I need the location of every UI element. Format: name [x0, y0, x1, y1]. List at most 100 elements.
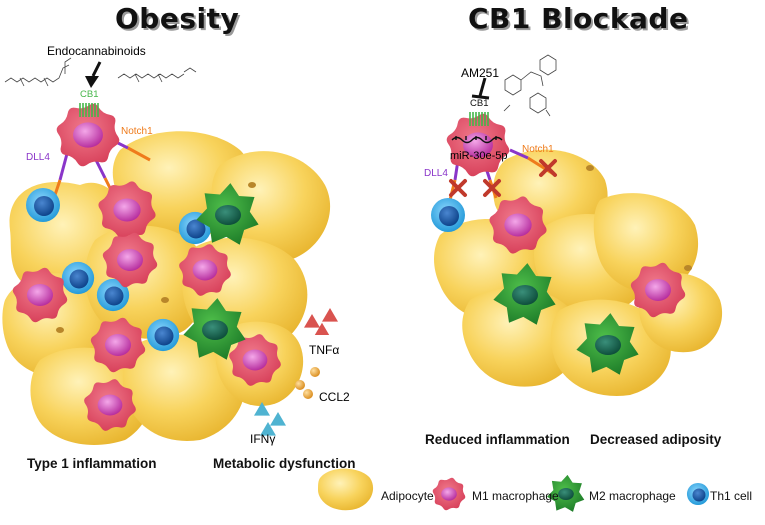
tnf-alpha-molecules: [304, 308, 338, 336]
th1-nucleus: [439, 206, 459, 226]
m1-nucleus: [113, 198, 141, 222]
legend: [318, 468, 374, 511]
legend-adipocyte-icon: [318, 468, 374, 511]
caption-decreased-adiposity: Decreased adiposity: [590, 432, 722, 447]
caption-type1-inflammation: Type 1 inflammation: [27, 456, 157, 471]
m2-macrophages-left: [183, 183, 259, 360]
m2-macrophage: [493, 263, 556, 325]
cb1-receptor-left: [79, 103, 99, 117]
ccl2-sphere: [295, 380, 305, 390]
legend-th1-label: Th1 cell: [710, 489, 753, 503]
m1-nucleus: [27, 284, 53, 306]
am251-structure-icon: [503, 54, 557, 117]
blocked-cross-icon: [539, 159, 557, 177]
adipocyte: [462, 288, 581, 387]
m2-macrophage: [576, 313, 639, 375]
endocannabinoid-arrow: [85, 61, 102, 88]
th1-cell: [431, 198, 465, 232]
m2-nucleus: [215, 205, 241, 225]
th1-nucleus: [104, 286, 124, 306]
legend-icons: [432, 474, 710, 512]
m1-macrophage: [630, 262, 686, 318]
ccl2-sphere: [303, 389, 313, 399]
m1-macrophage: [229, 334, 281, 386]
tnf-alpha-label: TNFα: [309, 343, 340, 357]
adipocyte-nucleus: [248, 182, 256, 188]
m2-nucleus: [558, 488, 574, 500]
ifn-gamma-triangle: [254, 402, 270, 416]
notch1-label-right: Notch1: [522, 144, 554, 155]
adipocyte-nucleus: [56, 327, 64, 333]
blocked-cross-icon: [449, 179, 467, 197]
tnf-alpha-triangle: [314, 322, 330, 336]
legend-m1-icon: [432, 477, 466, 511]
ifn-gamma-triangle: [270, 412, 286, 426]
m2-macrophage: [196, 183, 259, 245]
m2-macrophage: [183, 298, 246, 360]
panel-title-cb1-blockade: CB1 Blockade: [468, 2, 689, 35]
adipocyte-nucleus: [586, 165, 594, 171]
ccl2-label: CCL2: [319, 390, 350, 404]
m2-nucleus: [595, 335, 621, 355]
dll4-label-right: DLL4: [424, 168, 448, 179]
m1-macrophages-left: [12, 103, 281, 431]
notch1-label-left: Notch1: [121, 126, 153, 137]
m1-macrophage: [489, 196, 547, 254]
tnf-alpha-triangle: [322, 308, 338, 322]
adipocyte: [122, 334, 246, 441]
legend-m1-label: M1 macrophage: [472, 489, 559, 503]
ifn-gamma-molecules: [254, 402, 286, 436]
m1-macrophage-cb1: [446, 113, 510, 177]
am251-label: AM251: [461, 66, 500, 80]
blocked-signal-crosses: [449, 159, 557, 197]
th1-cells-right: [431, 198, 465, 232]
th1-nucleus: [154, 326, 174, 346]
cb1-label-right: CB1: [470, 98, 489, 109]
th1-cell: [61, 261, 95, 295]
endocannabinoid-structure-icon: [117, 67, 197, 83]
legend-m2-icon: [547, 474, 585, 512]
m1-nucleus: [441, 487, 457, 501]
ifn-gamma-triangle: [260, 422, 276, 436]
legend-m2-label: M2 macrophage: [589, 489, 676, 503]
caption-metabolic-dysfunction: Metabolic dysfunction: [213, 456, 356, 471]
m1-macrophage: [98, 181, 156, 239]
th1-cell: [96, 278, 130, 312]
m1-nucleus: [242, 349, 268, 371]
th1-cell: [146, 318, 180, 352]
th1-nucleus: [34, 196, 54, 216]
m1-macrophage: [102, 232, 158, 288]
m1-macrophage-cb1: [56, 103, 120, 167]
m1-nucleus: [192, 259, 218, 281]
m1-nucleus: [504, 213, 532, 237]
m2-macrophages-right: [493, 263, 639, 375]
mirna-strand-icon: [451, 136, 503, 144]
mir-30e-label: miR-30e-5p: [450, 150, 508, 162]
m1-nucleus: [73, 122, 103, 148]
m1-macrophage: [12, 267, 68, 323]
m1-macrophages-right: [446, 113, 686, 318]
m1-macrophage: [84, 379, 136, 431]
ccl2-sphere: [310, 367, 320, 377]
m1-nucleus: [645, 279, 671, 301]
am251-inhibition-bar: [471, 77, 490, 100]
ccl2-molecules: [295, 367, 320, 399]
th1-cell: [26, 188, 60, 222]
endocannabinoids-label: Endocannabinoids: [47, 44, 146, 58]
ifn-gamma-label: IFNγ: [250, 432, 276, 446]
m2-nucleus: [202, 320, 228, 340]
cb1-receptor-right: [469, 112, 489, 126]
m1-nucleus: [105, 334, 131, 356]
m1-nucleus: [117, 249, 143, 271]
tnf-alpha-triangle: [304, 314, 320, 328]
caption-reduced-inflammation: Reduced inflammation: [425, 432, 570, 447]
m1-macrophage: [179, 244, 231, 296]
adipocyte-nucleus: [684, 265, 692, 271]
m1-nucleus: [97, 394, 123, 416]
blocked-cross-icon: [483, 179, 501, 197]
blockade-adipose-tissue: [434, 149, 723, 396]
cb1-label-left: CB1: [80, 89, 99, 100]
dll4-label-left: DLL4: [26, 152, 50, 163]
